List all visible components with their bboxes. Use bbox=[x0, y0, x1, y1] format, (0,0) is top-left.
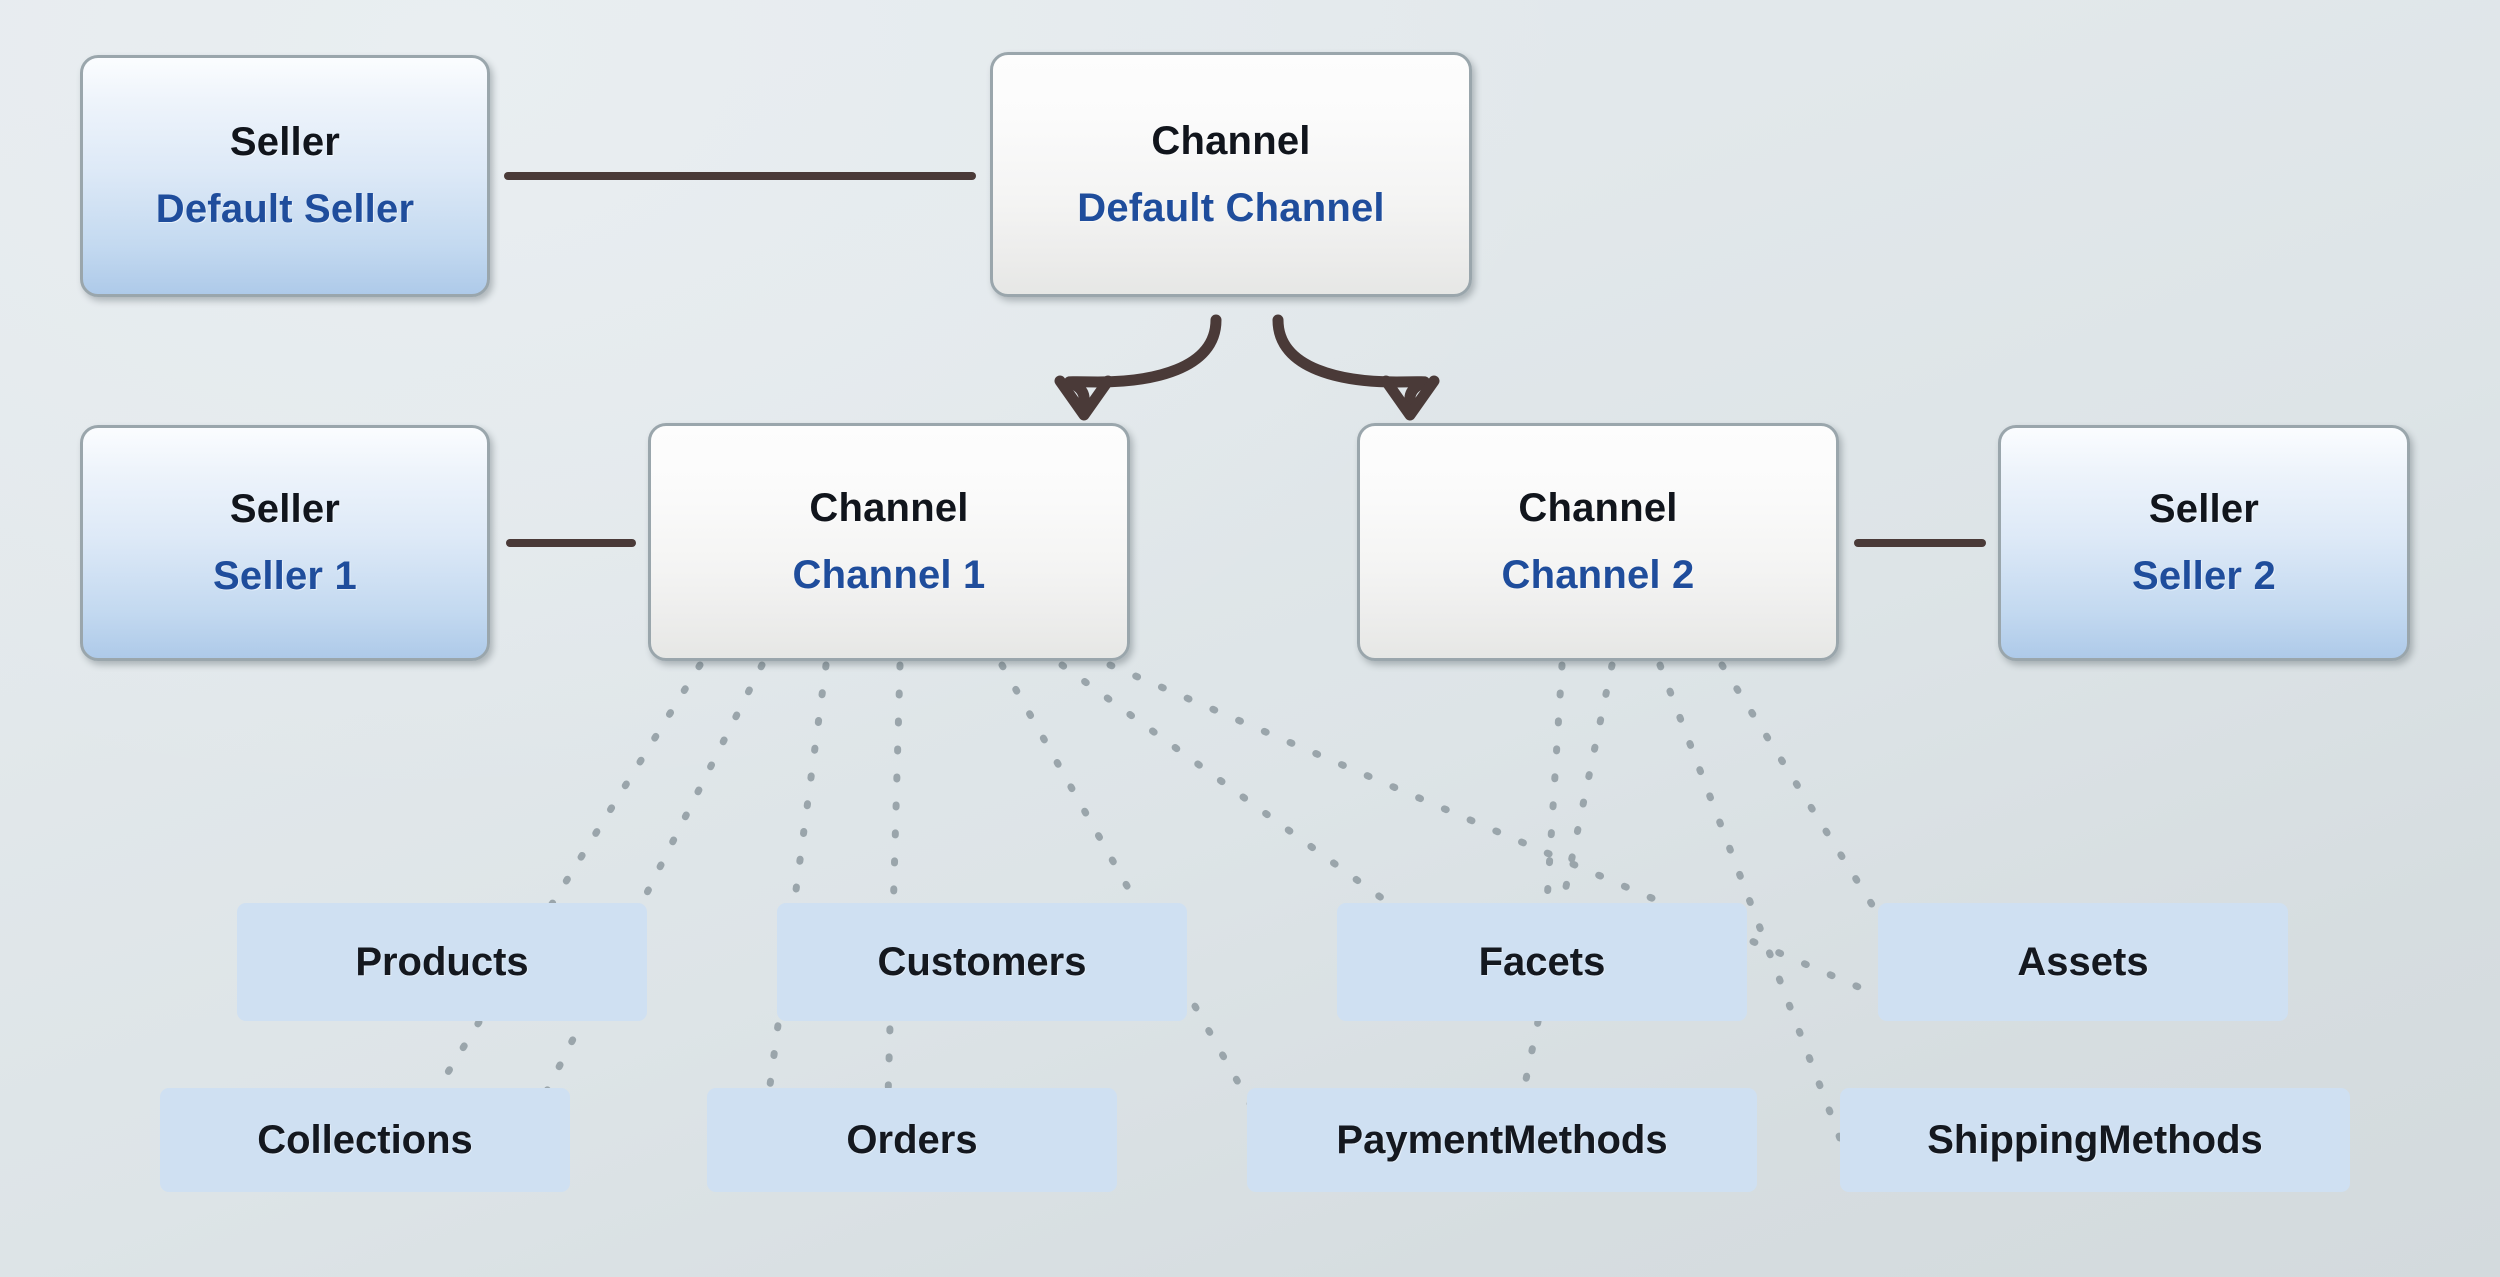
node-channel-1-type: Channel bbox=[809, 486, 969, 530]
node-channel-1-name: Channel 1 bbox=[792, 553, 986, 597]
dotted-channel1-customers bbox=[764, 661, 830, 1104]
node-default-channel[interactable]: Channel Default Channel bbox=[990, 52, 1472, 297]
resource-chip-customers[interactable]: Customers bbox=[777, 903, 1187, 1021]
resource-chip-products[interactable]: Products bbox=[237, 903, 647, 1021]
arrow-default-channel-to-channel1 bbox=[1064, 314, 1222, 406]
dotted-channel1-products bbox=[436, 661, 704, 1089]
node-default-seller[interactable]: Seller Default Seller bbox=[80, 55, 490, 297]
node-seller-1[interactable]: Seller Seller 1 bbox=[80, 425, 490, 661]
resource-label-paymentmethods: PaymentMethods bbox=[1336, 1117, 1668, 1162]
node-default-channel-type: Channel bbox=[1151, 118, 1311, 163]
node-seller-1-name: Seller 1 bbox=[213, 554, 357, 598]
node-channel-2[interactable]: Channel Channel 2 bbox=[1357, 423, 1839, 661]
node-channel-2-type: Channel bbox=[1518, 486, 1678, 530]
resource-label-shippingmethods: ShippingMethods bbox=[1927, 1117, 2263, 1162]
node-seller-2-name: Seller 2 bbox=[2132, 554, 2276, 598]
resource-chip-collections[interactable]: Collections bbox=[160, 1088, 570, 1192]
node-default-seller-name: Default Seller bbox=[155, 187, 415, 231]
resource-label-customers: Customers bbox=[877, 939, 1087, 984]
resource-chip-facets[interactable]: Facets bbox=[1337, 903, 1747, 1021]
node-seller-2-type: Seller bbox=[2148, 487, 2260, 531]
arrow-default-channel-to-channel2 bbox=[1272, 314, 1430, 406]
node-default-channel-name: Default Channel bbox=[1077, 185, 1385, 230]
node-seller-1-type: Seller bbox=[229, 487, 341, 531]
arrow-default-channel-to-channel1-head bbox=[1054, 375, 1114, 421]
resource-label-collections: Collections bbox=[257, 1117, 473, 1162]
node-channel-1[interactable]: Channel Channel 1 bbox=[648, 423, 1130, 661]
resource-chip-orders[interactable]: Orders bbox=[707, 1088, 1117, 1192]
node-default-seller-type: Seller bbox=[229, 120, 341, 164]
resource-label-assets: Assets bbox=[2017, 939, 2149, 984]
resource-label-products: Products bbox=[355, 939, 529, 984]
node-channel-2-name: Channel 2 bbox=[1501, 553, 1695, 597]
resource-label-orders: Orders bbox=[846, 1117, 978, 1162]
resource-label-facets: Facets bbox=[1478, 939, 1606, 984]
resource-chip-shippingmethods[interactable]: ShippingMethods bbox=[1840, 1088, 2350, 1192]
resource-chip-assets[interactable]: Assets bbox=[1878, 903, 2288, 1021]
arrow-default-channel-to-channel2-head bbox=[1380, 375, 1440, 421]
resource-chip-paymentmethods[interactable]: PaymentMethods bbox=[1247, 1088, 1757, 1192]
node-seller-2[interactable]: Seller Seller 2 bbox=[1998, 425, 2410, 661]
